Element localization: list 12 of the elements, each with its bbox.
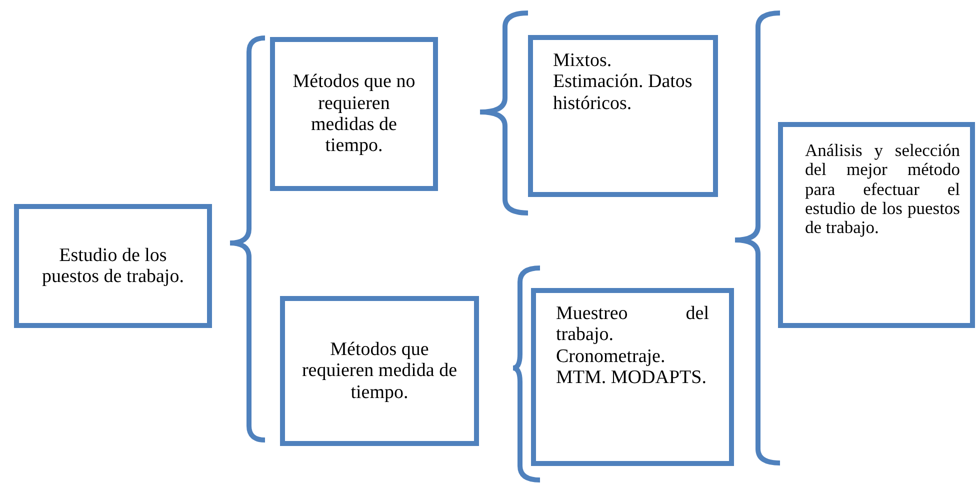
node-text: Métodos que requieren medida de tiempo.	[300, 339, 458, 403]
node-text: Estudio de los puestos de trabajo.	[41, 244, 185, 288]
text-box	[778, 122, 975, 328]
node-text: Métodos que no requieren medidas de tiempo.	[292, 71, 416, 157]
node-text: Muestreo del trabajo. Cronometraje. MTM. MODAPTS.	[556, 303, 709, 388]
text-box	[270, 37, 438, 191]
node-text: Análisis y selección del mejor método para efectuar el estudio de los puestos de trabajo.	[805, 141, 960, 238]
text-box	[528, 35, 718, 197]
node-text: Mixtos. Estimación. Datos históricos.	[553, 50, 693, 114]
text-box	[14, 204, 212, 328]
text-box	[531, 288, 734, 466]
text-box	[280, 296, 479, 446]
